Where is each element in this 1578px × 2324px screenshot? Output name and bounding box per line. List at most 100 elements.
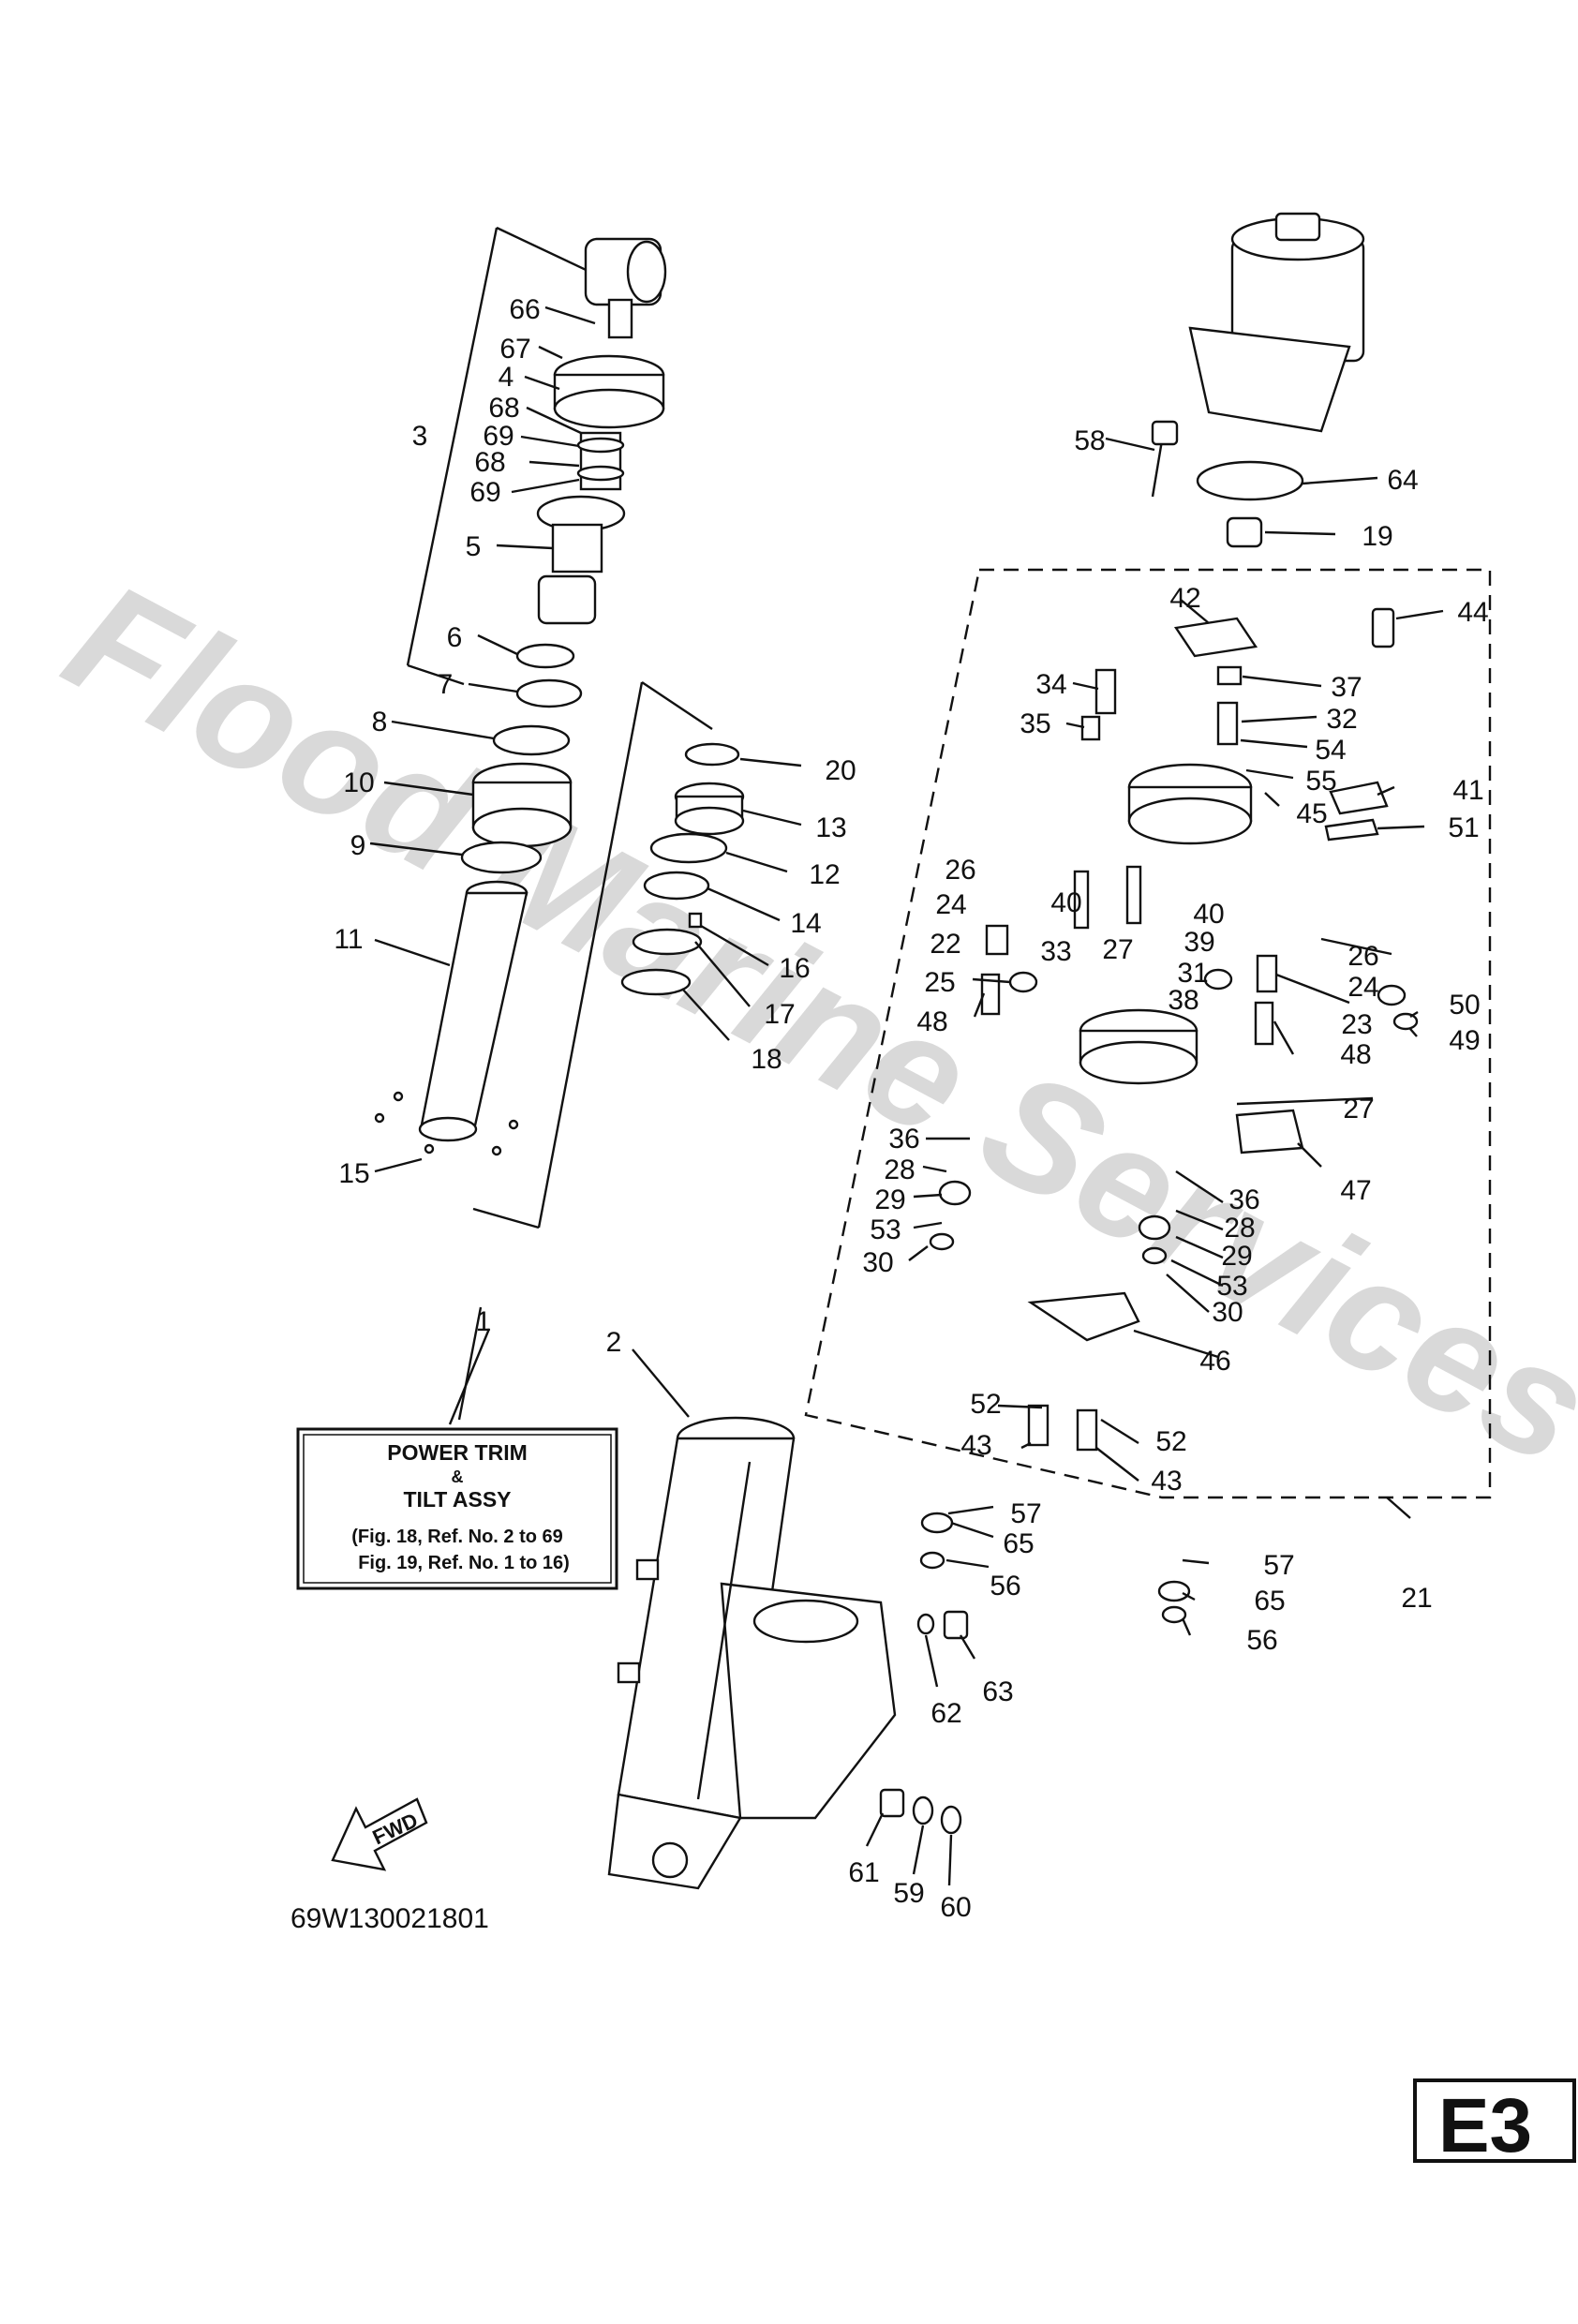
callout-label: 57 [1010, 1498, 1041, 1529]
callout-label: 43 [960, 1430, 991, 1461]
callout-label: 53 [870, 1214, 901, 1245]
page-code: E3 [1413, 2078, 1576, 2168]
motor-and-valve-parts [804, 212, 1492, 1835]
callout-label: 68 [474, 447, 505, 478]
leader-lines [369, 305, 1444, 1886]
callout-label: 18 [751, 1044, 782, 1075]
callout-label: 34 [1035, 669, 1066, 700]
callout-label: 57 [1263, 1550, 1294, 1581]
callout-label: 66 [509, 294, 540, 325]
callout-label: 25 [924, 967, 955, 998]
assembly-ref-line2: Fig. 19, Ref. No. 1 to 16) [358, 1553, 570, 1573]
callout-label: 55 [1305, 766, 1336, 797]
callout-label: 16 [779, 953, 810, 984]
callout-label: 31 [1177, 958, 1208, 989]
callout-label: 29 [1221, 1241, 1252, 1272]
assembly-title-line2: & [452, 1467, 464, 1486]
callout-label: 20 [825, 755, 856, 786]
callout-label: 26 [945, 855, 975, 886]
callout-label: 7 [438, 669, 454, 700]
callout-label: 36 [888, 1124, 919, 1155]
callout-numbers: 1 2 3 4 5 6 7 8 9 10 11 12 13 14 15 16 1… [334, 294, 1488, 1923]
callout-label: 48 [1340, 1039, 1371, 1070]
callout-label: 40 [1193, 899, 1224, 930]
callout-label: 21 [1401, 1583, 1432, 1614]
callout-label: 15 [338, 1158, 369, 1189]
callout-label: 3 [412, 421, 428, 452]
callout-label: 10 [343, 767, 374, 798]
callout-label: 50 [1449, 990, 1480, 1020]
callout-label: 41 [1452, 775, 1483, 806]
callout-label: 48 [916, 1006, 947, 1037]
callout-label: 4 [499, 362, 514, 393]
callout-label: 33 [1040, 936, 1071, 967]
callout-label: 11 [334, 924, 363, 955]
callout-label: 45 [1296, 798, 1327, 829]
callout-label: 40 [1050, 887, 1081, 918]
callout-label: 52 [1155, 1426, 1186, 1457]
callout-label: 19 [1362, 521, 1392, 552]
callout-label: 24 [1347, 972, 1378, 1003]
callout-label: 5 [466, 531, 482, 562]
callout-label: 6 [447, 622, 463, 653]
callout-label: 26 [1347, 941, 1378, 972]
callout-label: 61 [848, 1857, 879, 1888]
callout-label: 39 [1184, 927, 1214, 958]
fwd-arrow-icon: FWD [331, 1797, 428, 1871]
tilt-cylinder-parts [374, 226, 667, 1156]
callout-label: 27 [1102, 934, 1133, 965]
assembly-box: POWER TRIM & TILT ASSY (Fig. 18, Ref. No… [296, 1328, 618, 1590]
callout-label: 42 [1169, 583, 1200, 614]
callout-label: 1 [476, 1306, 492, 1337]
callout-label: 44 [1457, 597, 1488, 628]
callout-label: 8 [372, 707, 388, 737]
callout-label: 32 [1326, 704, 1357, 735]
callout-label: 46 [1199, 1346, 1230, 1377]
callout-label: 38 [1168, 985, 1198, 1016]
callout-label: 64 [1387, 465, 1418, 496]
drawing-number: 69W130021801 [290, 1903, 489, 1934]
callout-label: 56 [1246, 1625, 1277, 1656]
callout-label: 51 [1448, 812, 1479, 843]
callout-label: 2 [606, 1327, 622, 1358]
callout-label: 35 [1020, 708, 1050, 739]
callout-label: 56 [990, 1571, 1020, 1601]
callout-label: 58 [1074, 425, 1105, 456]
callout-label: 49 [1449, 1025, 1480, 1056]
callout-label: 12 [809, 859, 840, 890]
callout-label: 13 [815, 812, 846, 843]
callout-label: 65 [1003, 1528, 1034, 1559]
callout-label: 68 [488, 393, 519, 424]
callout-label: 69 [469, 477, 500, 508]
assembly-ref-line1: (Fig. 18, Ref. No. 2 to 69 [351, 1527, 563, 1547]
callout-label: 28 [884, 1155, 915, 1185]
callout-label: 37 [1331, 672, 1362, 703]
free-piston-parts [472, 681, 745, 1229]
callout-label: 63 [982, 1676, 1013, 1707]
callout-label: 67 [499, 334, 530, 365]
assembly-title-line1: POWER TRIM [387, 1440, 528, 1465]
callout-label: 52 [970, 1389, 1001, 1420]
callout-label: 30 [862, 1247, 893, 1278]
callout-label: 9 [350, 830, 366, 861]
callout-label: 30 [1212, 1297, 1243, 1328]
page-code-label: E3 [1438, 2083, 1532, 2168]
callout-label: 27 [1343, 1094, 1374, 1125]
callout-label: 23 [1341, 1009, 1372, 1040]
callout-label: 17 [764, 999, 795, 1030]
callout-label: 47 [1340, 1175, 1371, 1206]
tilt-cylinder-housing [607, 1416, 897, 1890]
callout-label: 43 [1151, 1466, 1182, 1497]
callout-label: 54 [1315, 735, 1346, 766]
callout-label: 65 [1254, 1586, 1285, 1616]
callout-label: 53 [1216, 1271, 1247, 1302]
callout-label: 22 [930, 929, 960, 960]
callout-label: 62 [930, 1698, 961, 1729]
assembly-title-line3: TILT ASSY [404, 1487, 512, 1512]
callout-label: 36 [1228, 1184, 1259, 1215]
callout-label: 60 [940, 1892, 971, 1923]
callout-label: 24 [935, 889, 966, 920]
callout-label: 28 [1224, 1213, 1255, 1244]
callout-label: 59 [893, 1878, 924, 1909]
